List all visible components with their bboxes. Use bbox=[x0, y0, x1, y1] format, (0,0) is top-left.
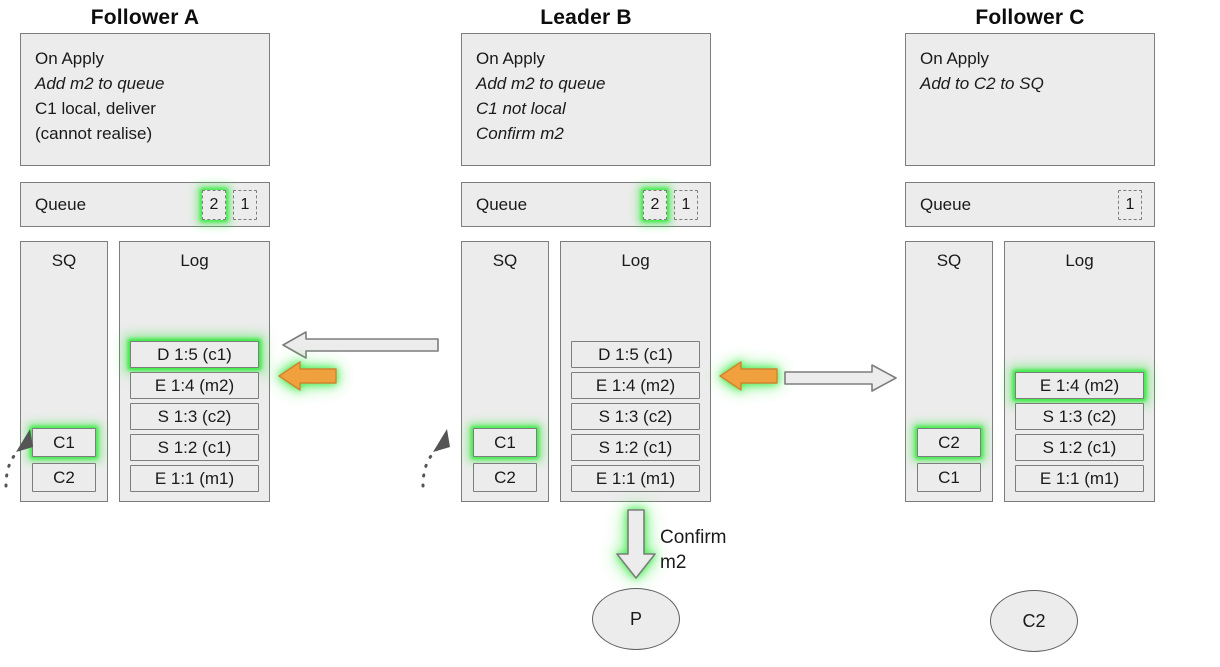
apply-line: Add m2 to queue bbox=[476, 74, 606, 93]
node-p: P bbox=[592, 588, 680, 650]
log-cell: S 1:2 (c1) bbox=[1015, 434, 1144, 461]
apply-box-follower-c: On Apply Add to C2 to SQ bbox=[905, 33, 1155, 166]
queue-slot: 1 bbox=[1118, 189, 1142, 220]
apply-line: Confirm m2 bbox=[476, 124, 564, 143]
log-cells: D 1:5 (c1) E 1:4 (m2) S 1:3 (c2) S 1:2 (… bbox=[120, 337, 269, 492]
apply-line: (cannot realise) bbox=[35, 124, 153, 143]
log-panel-follower-c: Log E 1:4 (m2) S 1:3 (c2) S 1:2 (c1) E 1… bbox=[1004, 241, 1155, 502]
sq-cells: C1 C2 bbox=[21, 422, 107, 492]
log-cell: D 1:5 (c1) bbox=[571, 341, 700, 368]
queue-label: Queue bbox=[920, 194, 972, 214]
dotted-pointer-leader-b bbox=[415, 412, 461, 490]
apply-pointer-arrow-follower-a-icon bbox=[276, 361, 338, 391]
log-title: Log bbox=[1065, 251, 1094, 270]
apply-line: On Apply bbox=[920, 49, 989, 68]
sq-cells: C1 C2 bbox=[462, 422, 548, 492]
log-cell: E 1:4 (m2) bbox=[130, 372, 259, 399]
log-cell: S 1:3 (c2) bbox=[571, 403, 700, 430]
dotted-pointer-follower-a bbox=[0, 412, 40, 490]
queue-slot: 2 bbox=[202, 189, 226, 220]
log-cells: D 1:5 (c1) E 1:4 (m2) S 1:3 (c2) S 1:2 (… bbox=[561, 337, 710, 492]
log-cell: E 1:4 (m2) bbox=[571, 372, 700, 399]
log-cells: E 1:4 (m2) S 1:3 (c2) S 1:2 (c1) E 1:1 (… bbox=[1005, 368, 1154, 492]
sq-panel-follower-a: SQ C1 C2 bbox=[20, 241, 108, 502]
sq-cell: C1 bbox=[917, 463, 981, 492]
queue-slot: 2 bbox=[643, 189, 667, 220]
log-cell: S 1:2 (c1) bbox=[571, 434, 700, 461]
column-title-follower-a: Follower A bbox=[90, 6, 200, 29]
log-panel-leader-b: Log D 1:5 (c1) E 1:4 (m2) S 1:3 (c2) S 1… bbox=[560, 241, 711, 502]
apply-box-follower-a: On Apply Add m2 to queue C1 local, deliv… bbox=[20, 33, 270, 166]
sq-panel-follower-c: SQ C2 C1 bbox=[905, 241, 993, 502]
apply-line: Add m2 to queue bbox=[35, 74, 165, 93]
apply-box-leader-b: On Apply Add m2 to queue C1 not local Co… bbox=[461, 33, 711, 166]
sq-cell: C2 bbox=[917, 428, 981, 457]
log-cell: E 1:1 (m1) bbox=[130, 465, 259, 492]
sq-cell: C2 bbox=[32, 463, 96, 492]
apply-line: C1 local, deliver bbox=[35, 99, 156, 118]
log-title: Log bbox=[180, 251, 209, 270]
log-cell: S 1:3 (c2) bbox=[1015, 403, 1144, 430]
queue-label: Queue bbox=[35, 194, 87, 214]
apply-line: On Apply bbox=[35, 49, 104, 68]
queue-slot: 1 bbox=[233, 189, 257, 220]
queue-box-follower-c: Queue 1 bbox=[905, 182, 1155, 227]
queue-slots: 2 1 bbox=[643, 189, 698, 220]
confirm-label-line2: m2 bbox=[660, 552, 687, 573]
log-cell: E 1:4 (m2) bbox=[1015, 372, 1144, 399]
node-c2: C2 bbox=[990, 590, 1078, 652]
replication-arrow-b-to-a-icon bbox=[281, 330, 439, 360]
confirm-label: Confirm m2 bbox=[660, 525, 800, 575]
queue-box-leader-b: Queue 2 1 bbox=[461, 182, 711, 227]
queue-slots: 1 bbox=[1118, 189, 1142, 220]
log-cell: E 1:1 (m1) bbox=[571, 465, 700, 492]
log-cell: S 1:2 (c1) bbox=[130, 434, 259, 461]
apply-line: C1 not local bbox=[476, 99, 566, 118]
queue-label: Queue bbox=[476, 194, 528, 214]
log-panel-follower-a: Log D 1:5 (c1) E 1:4 (m2) S 1:3 (c2) S 1… bbox=[119, 241, 270, 502]
confirm-arrow-icon bbox=[613, 508, 659, 582]
queue-slots: 2 1 bbox=[202, 189, 257, 220]
queue-box-follower-a: Queue 2 1 bbox=[20, 182, 270, 227]
log-cell: S 1:3 (c2) bbox=[130, 403, 259, 430]
apply-line: Add to C2 to SQ bbox=[920, 74, 1044, 93]
column-title-follower-c: Follower C bbox=[975, 6, 1085, 29]
log-cell: E 1:1 (m1) bbox=[1015, 465, 1144, 492]
column-title-leader-b: Leader B bbox=[540, 6, 632, 29]
apply-pointer-arrow-leader-b-icon bbox=[717, 361, 779, 391]
sq-cell: C2 bbox=[473, 463, 537, 492]
sq-cell: C1 bbox=[32, 428, 96, 457]
apply-line: On Apply bbox=[476, 49, 545, 68]
sq-cells: C2 C1 bbox=[906, 422, 992, 492]
queue-slot: 1 bbox=[674, 189, 698, 220]
confirm-label-line1: Confirm bbox=[660, 527, 727, 548]
log-cell: D 1:5 (c1) bbox=[130, 341, 259, 368]
sq-panel-leader-b: SQ C1 C2 bbox=[461, 241, 549, 502]
log-title: Log bbox=[621, 251, 650, 270]
sq-title: SQ bbox=[936, 251, 962, 270]
replication-arrow-b-to-c-icon bbox=[784, 363, 898, 393]
sq-title: SQ bbox=[51, 251, 77, 270]
sq-cell: C1 bbox=[473, 428, 537, 457]
sq-title: SQ bbox=[492, 251, 518, 270]
